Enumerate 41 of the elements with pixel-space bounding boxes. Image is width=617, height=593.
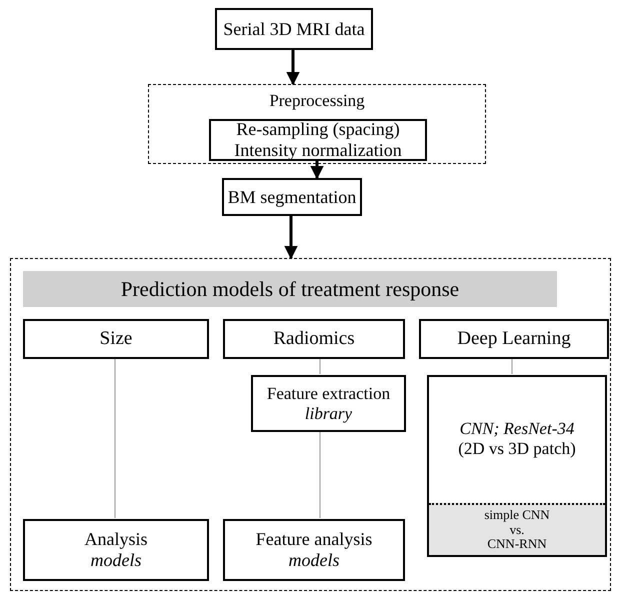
- connector-line: [319, 358, 321, 374]
- group-label: Preprocessing: [269, 91, 365, 111]
- node-label: vs.: [510, 522, 524, 538]
- node-label: Size: [100, 328, 132, 350]
- node-label: (2D vs 3D patch): [458, 438, 576, 458]
- node-label: models: [90, 550, 142, 571]
- group-box: [148, 84, 486, 164]
- container-box: [10, 258, 611, 591]
- node-label: Serial 3D MRI data: [223, 18, 365, 40]
- category-box: [23, 319, 209, 359]
- node-label: models: [288, 550, 340, 571]
- node-label: Feature analysis: [256, 529, 372, 550]
- heading-text: Prediction models of treatment response: [120, 276, 460, 302]
- node-label: BM segmentation: [228, 186, 356, 208]
- arrow: [284, 216, 298, 260]
- node-label: simple CNN: [484, 508, 550, 523]
- process-box: [251, 375, 406, 432]
- node-label: Deep Learning: [457, 328, 571, 350]
- node-label: Intensity normalization: [234, 140, 402, 161]
- connector-line: [114, 358, 116, 518]
- node-label: Radiomics: [273, 328, 355, 350]
- process-box: [222, 178, 362, 216]
- connector-line: [511, 358, 513, 374]
- process-box: [23, 519, 209, 581]
- node-label: CNN-RNN: [487, 537, 547, 552]
- process-box: [427, 375, 607, 557]
- node-label: CNN; ResNet-34: [460, 419, 574, 439]
- node-label: Re-sampling (spacing): [236, 119, 400, 140]
- connector-line: [319, 431, 321, 518]
- node-label: Feature extraction: [266, 384, 390, 404]
- heading-band: [23, 271, 557, 307]
- category-box: [419, 319, 609, 359]
- node-label: Analysis: [84, 529, 148, 550]
- method-box: [429, 503, 605, 555]
- process-box: [209, 119, 427, 161]
- category-box: [223, 319, 405, 359]
- node-label: library: [304, 404, 352, 424]
- arrow: [286, 50, 300, 86]
- process-box: [223, 519, 405, 581]
- arrow: [310, 160, 324, 180]
- process-box: [215, 8, 373, 50]
